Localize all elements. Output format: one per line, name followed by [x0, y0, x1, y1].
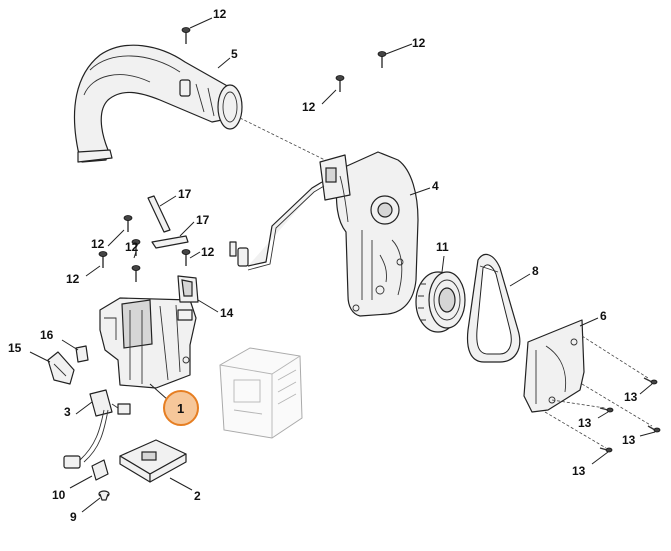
label-10: 10 [52, 488, 66, 502]
part-2-control-module [119, 439, 187, 483]
screw-12-frame-4 [131, 265, 141, 282]
part-11-pulley [415, 271, 466, 333]
alignment-line [239, 117, 336, 166]
label-12: 12 [91, 237, 105, 251]
part-9-plug [98, 490, 110, 501]
label-13: 13 [578, 416, 592, 430]
gearbox-cable [229, 181, 325, 271]
label-16: 16 [40, 328, 54, 342]
guide-line [581, 383, 653, 427]
part-15-holder [47, 351, 75, 385]
battery-reference [219, 347, 303, 439]
label-11: 11 [436, 240, 449, 254]
label-5: 5 [231, 47, 238, 61]
label-6: 6 [600, 309, 607, 323]
label-4: 4 [432, 179, 439, 193]
guide-line [551, 399, 606, 409]
label-8: 8 [532, 264, 539, 278]
highlight-circle[interactable] [163, 390, 199, 426]
screw-12-frame-3 [98, 251, 108, 268]
label-12: 12 [213, 7, 227, 21]
part-4-gearbox-housing [319, 151, 419, 317]
part-3-wiring-harness [63, 389, 131, 469]
label-12: 12 [201, 245, 215, 259]
label-12: 12 [412, 36, 426, 50]
part-1-main-frame [99, 297, 197, 389]
part-8-belt [466, 253, 521, 363]
label-15: 15 [8, 341, 22, 355]
screw-12-frame-2 [131, 239, 141, 256]
label-13: 13 [622, 433, 636, 447]
screw-13-b [599, 407, 614, 413]
label-17: 17 [178, 187, 192, 201]
leader-lines [29, 17, 656, 513]
label-2: 2 [194, 489, 201, 503]
screw-13-a [643, 377, 658, 385]
part-6-belt-cover [523, 319, 585, 413]
screw-12-frame-5 [181, 249, 191, 266]
guide-line [544, 411, 607, 449]
label-17: 17 [196, 213, 210, 227]
label-9: 9 [70, 510, 77, 524]
label-14: 14 [220, 306, 234, 320]
screw-12-top [181, 27, 191, 44]
label-13: 13 [572, 464, 586, 478]
screw-13-c [647, 425, 661, 433]
label-12: 12 [66, 272, 80, 286]
label-13: 13 [624, 390, 638, 404]
label-1[interactable]: 1 [177, 401, 184, 416]
label-12: 12 [125, 240, 139, 254]
part-17-clips [147, 195, 189, 249]
part-16-clip [75, 345, 89, 363]
screw-12-frame-1 [123, 215, 133, 232]
part-5-hose [73, 44, 243, 163]
part-10-grommet [91, 459, 109, 481]
guide-line [581, 335, 649, 379]
label-12: 12 [302, 100, 316, 114]
part-14-bracket [177, 275, 199, 303]
label-3: 3 [64, 405, 71, 419]
screw-12-mid [335, 75, 345, 92]
screw-13-d [599, 447, 613, 453]
screw-12-gearbox-top [377, 51, 387, 68]
